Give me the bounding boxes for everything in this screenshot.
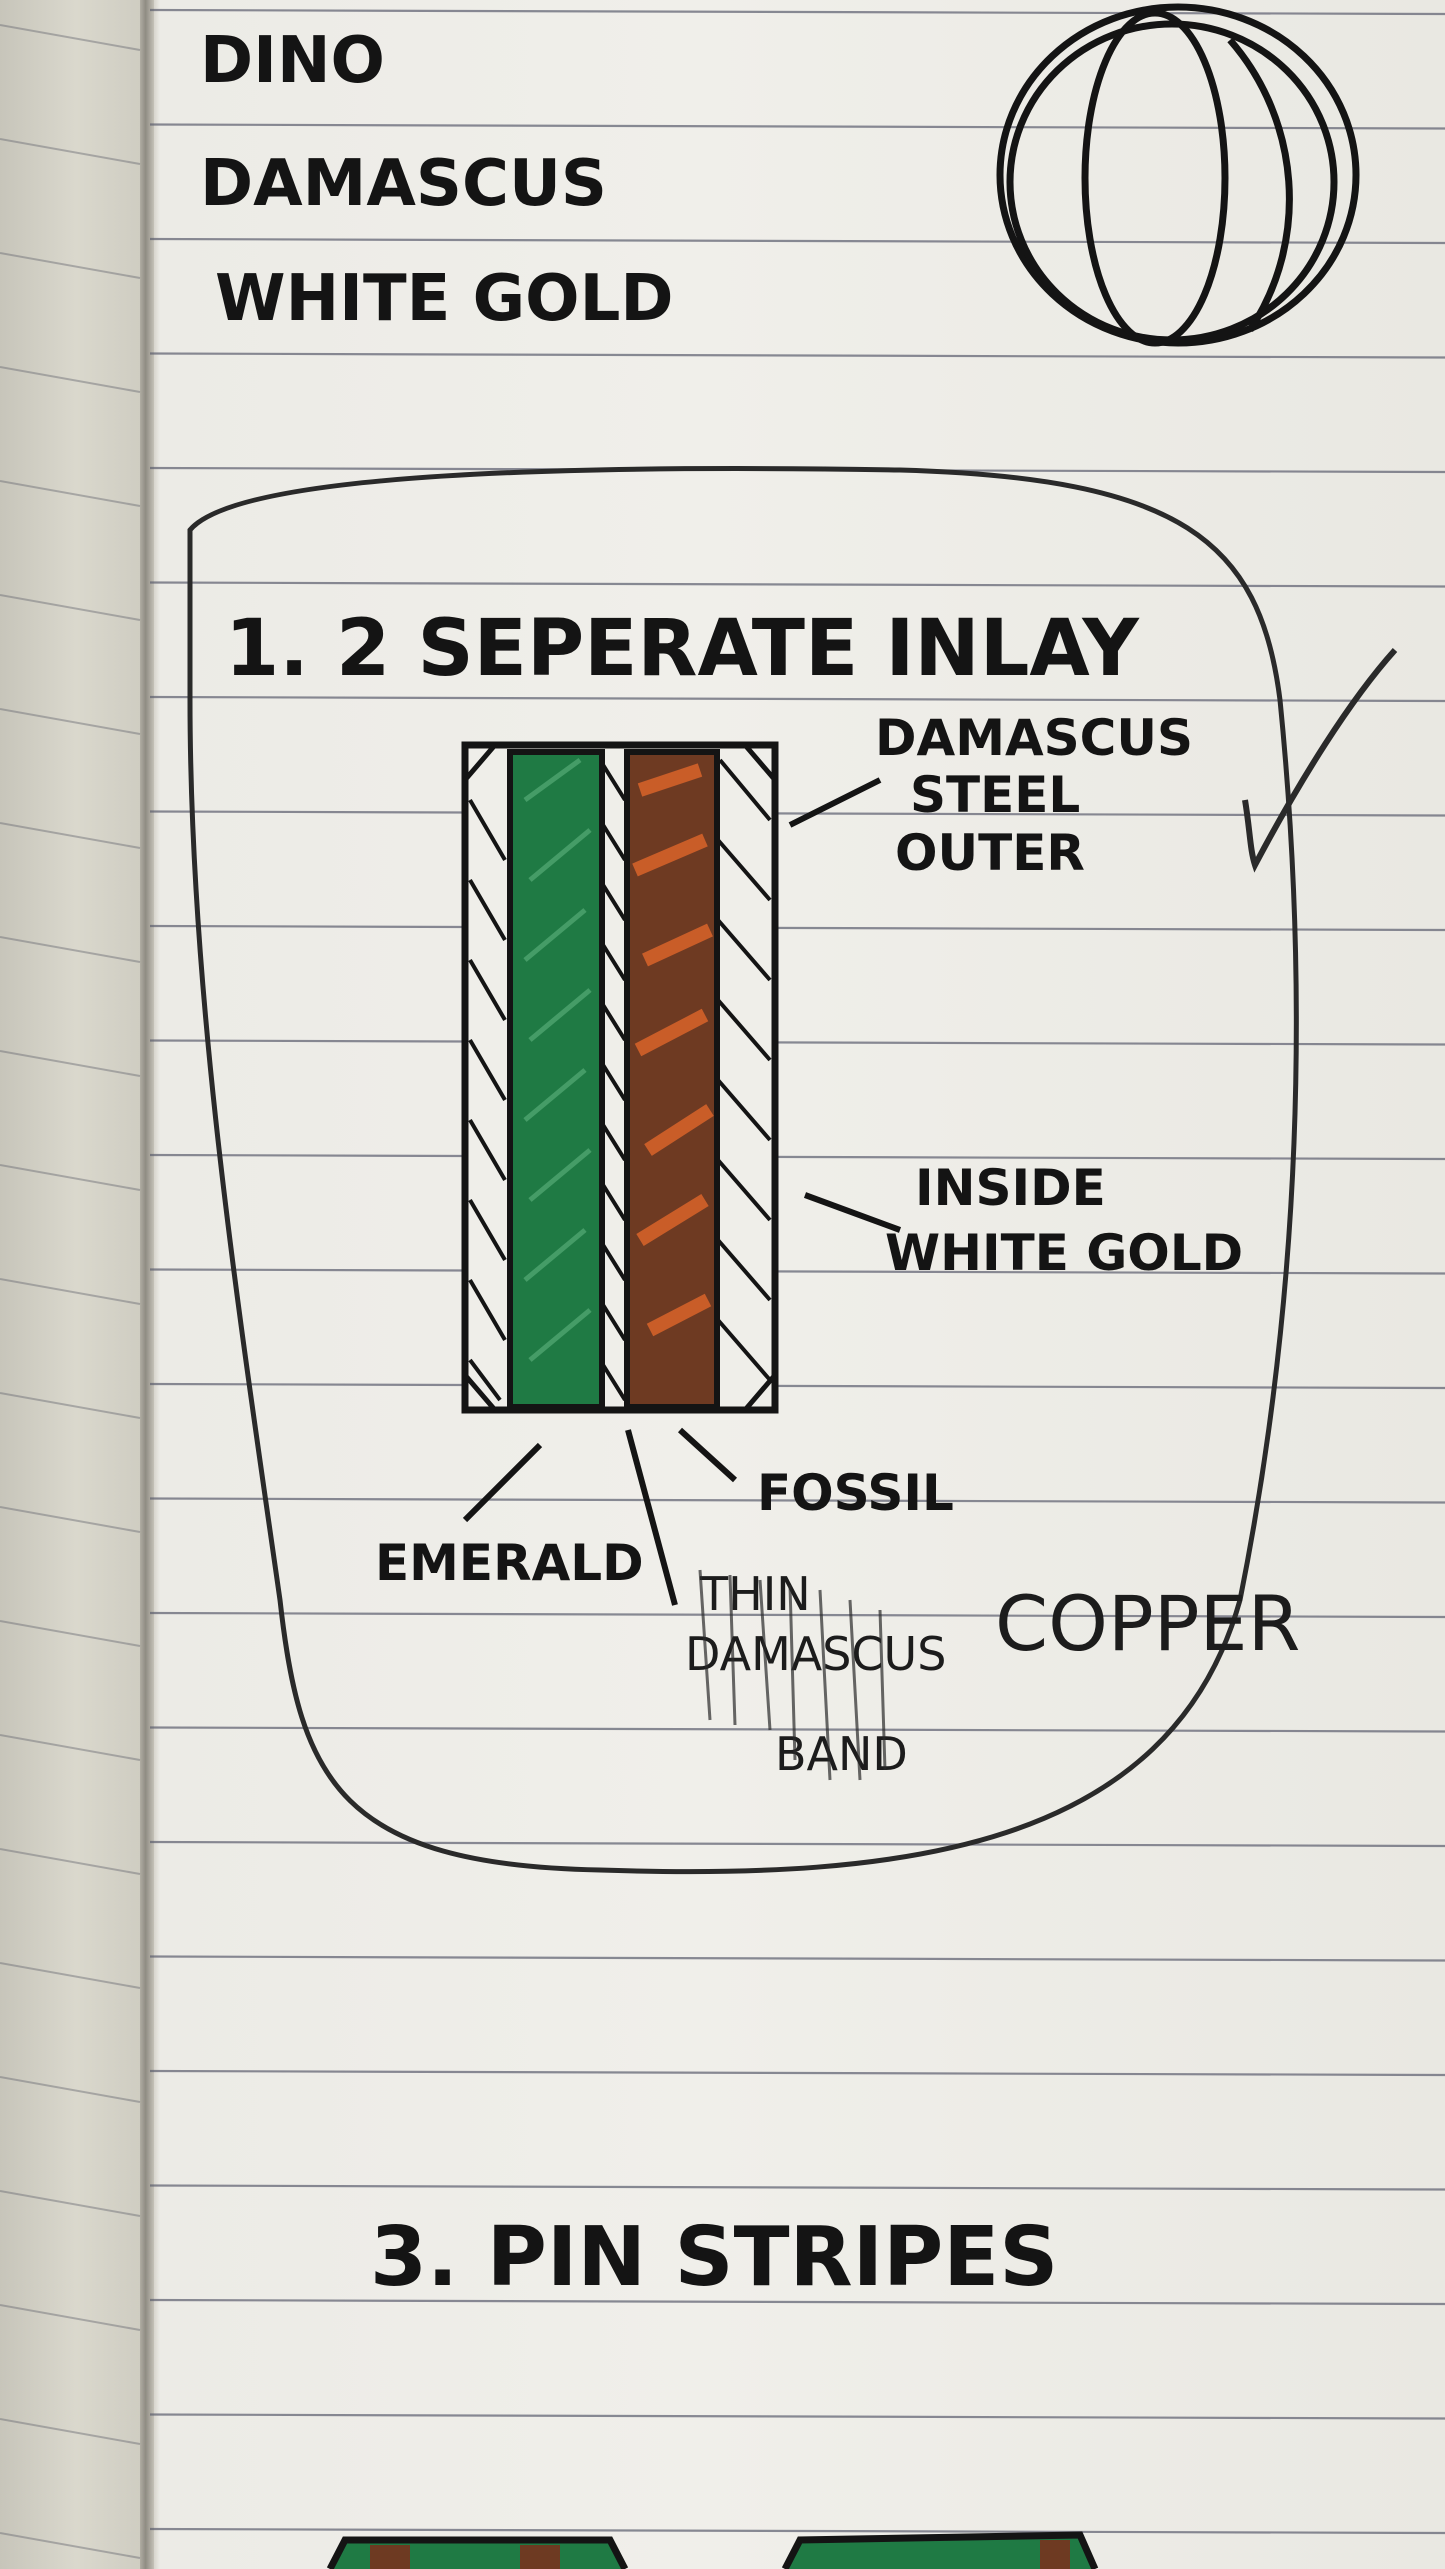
rule-line — [149, 2298, 1445, 2306]
check-mark-icon — [1242, 647, 1398, 873]
rule-line — [149, 1955, 1445, 1962]
ruled-lines — [149, 8, 1445, 2535]
label-inside-white-gold: INSIDE WHITE GOLD — [885, 1159, 1243, 1282]
rule-line — [149, 8, 1445, 16]
label-damascus-steel-outer: DAMASCUS STEEL OUTER — [875, 709, 1193, 882]
option-1-title: 1. 2 SEPERATE INLAY — [225, 604, 1140, 694]
damascus-hatching — [468, 758, 772, 1402]
label-outer-line1: DAMASCUS — [875, 709, 1193, 767]
left-rule-line — [0, 252, 141, 279]
left-rule-line — [0, 2418, 141, 2445]
label-emerald: EMERALD — [375, 1534, 644, 1592]
pin-stripes-partial-sketches — [326, 2531, 1099, 2569]
left-rule-line — [0, 366, 141, 393]
leader-lines — [462, 777, 902, 1606]
left-page-ruled-lines — [0, 24, 141, 2559]
left-rule-line — [0, 2076, 141, 2103]
left-rule-line — [0, 2532, 141, 2559]
rule-line — [149, 1611, 1445, 1619]
left-rule-line — [0, 2304, 141, 2331]
label-inside-line1: INSIDE — [915, 1159, 1106, 1217]
rule-line — [149, 123, 1445, 130]
left-rule-line — [0, 1050, 141, 1077]
left-rule-line — [0, 2190, 141, 2217]
copper-streaks — [632, 763, 714, 1337]
notebook-spine — [140, 0, 154, 2569]
left-rule-line — [0, 480, 141, 507]
left-rule-line — [0, 1620, 141, 1647]
rule-line — [149, 1840, 1445, 1848]
rule-line — [149, 1268, 1445, 1275]
inlay-cross-section — [461, 741, 779, 1414]
rule-line — [149, 1153, 1445, 1161]
left-rule-line — [0, 1848, 141, 1875]
rule-line — [149, 924, 1445, 932]
rule-line — [149, 810, 1445, 817]
rule-line — [149, 2184, 1445, 2191]
left-rule-line — [0, 708, 141, 735]
rule-line — [149, 1382, 1445, 1390]
left-rule-line — [0, 822, 141, 849]
left-rule-line — [0, 24, 141, 51]
label-fossil: FOSSIL — [757, 1464, 954, 1522]
label-thin-damascus-band: THIN DAMASCUS BAND — [685, 1567, 946, 1781]
label-outer-line2: STEEL — [910, 766, 1080, 824]
rule-line — [149, 2527, 1445, 2535]
material-white-gold: WHITE GOLD — [215, 262, 673, 336]
rule-line — [149, 352, 1445, 359]
left-rule-line — [0, 1962, 141, 1989]
left-rule-line — [0, 138, 141, 165]
rule-line — [149, 2069, 1445, 2077]
rule-line — [149, 2413, 1445, 2420]
left-rule-line — [0, 1392, 141, 1419]
left-rule-line — [0, 1506, 141, 1533]
label-outer-line3: OUTER — [895, 824, 1085, 882]
rule-line — [149, 1039, 1445, 1046]
left-rule-line — [0, 936, 141, 963]
ring-sketch — [996, 3, 1360, 347]
left-notebook-page — [0, 0, 152, 2569]
rule-line — [149, 695, 1445, 703]
left-rule-line — [0, 1278, 141, 1305]
option-3-title: 3. PIN STRIPES — [370, 2210, 1058, 2305]
left-rule-line — [0, 1734, 141, 1761]
material-damascus: DAMASCUS — [200, 147, 607, 221]
left-rule-line — [0, 594, 141, 621]
label-copper: COPPER — [995, 1579, 1300, 1668]
label-inside-line2: WHITE GOLD — [885, 1224, 1243, 1282]
material-dino: DINO — [200, 24, 385, 98]
label-band-line2: DAMASCUS — [685, 1627, 946, 1681]
rule-line — [149, 237, 1445, 245]
option-1-boundary — [187, 466, 1299, 1875]
left-rule-line — [0, 1164, 141, 1191]
rule-line — [149, 1497, 1445, 1504]
label-band-line1: THIN — [699, 1567, 811, 1621]
rule-line — [149, 1726, 1445, 1733]
rule-line — [149, 581, 1445, 588]
